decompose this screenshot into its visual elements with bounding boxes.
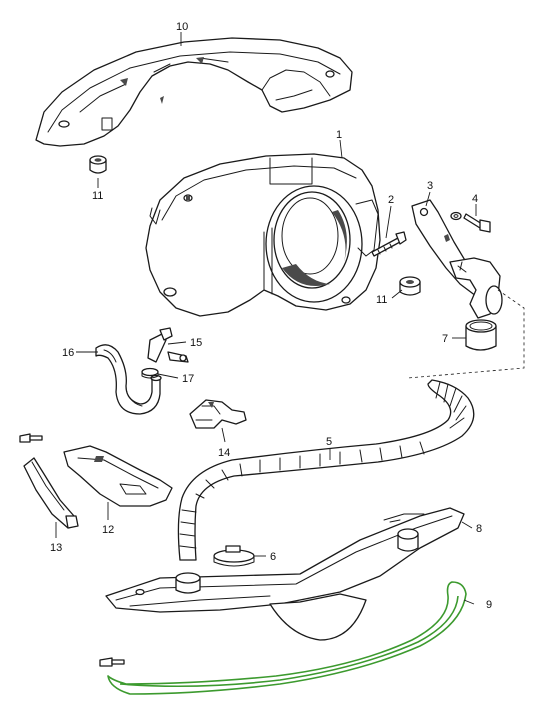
sealing-strip-outline	[107, 581, 467, 695]
part-8-lower-cover	[105, 507, 465, 641]
callout-9: 9	[486, 599, 492, 611]
part-5-flex-hose	[177, 379, 475, 561]
part-7-sleeve	[465, 319, 497, 351]
part-2-stud	[371, 231, 407, 257]
callout-12: 12	[102, 524, 114, 536]
part-15-nozzle	[147, 327, 189, 363]
leader-lines	[55, 32, 477, 605]
callout-10: 10	[176, 21, 188, 33]
part-14-clip	[189, 399, 247, 429]
part-12-lower-panel	[63, 445, 173, 507]
callout-16: 16	[62, 347, 74, 359]
sealing-strip-inner-edge	[119, 595, 459, 688]
part-11-grommet-top	[89, 155, 107, 174]
part-16-bent-hose	[95, 344, 162, 415]
callout-14: 14	[218, 447, 230, 459]
part-9-sealing-strip	[107, 581, 467, 695]
connector-bracket-to-hose	[407, 289, 525, 379]
callout-2: 2	[388, 194, 394, 206]
callout-15: 15	[190, 337, 202, 349]
part-6-hose-clamp	[213, 545, 255, 567]
callout-17: 17	[182, 373, 194, 385]
callout-3: 3	[427, 180, 433, 192]
part-3-bracket	[411, 199, 503, 319]
part-13-angle-strip	[23, 457, 79, 529]
part-1-fan-housing	[145, 153, 381, 317]
callout-1: 1	[336, 129, 342, 141]
part-10-upper-shroud	[35, 37, 353, 147]
screw-left	[19, 433, 43, 443]
part-17-clamp	[141, 367, 159, 379]
callout-4: 4	[472, 193, 478, 205]
callout-labels: 10 11 1 2 3 4 11 7 16 15 17 14 5 6 8 9 1…	[50, 21, 492, 611]
callout-8: 8	[476, 523, 482, 535]
part-4-screw	[450, 211, 491, 233]
part-11-grommet-middle	[399, 276, 421, 296]
screw-bottom-left	[99, 657, 125, 667]
callout-11-middle: 11	[376, 294, 387, 306]
callout-11-top: 11	[92, 190, 103, 202]
callout-6: 6	[270, 551, 276, 563]
callout-7: 7	[442, 333, 448, 345]
callout-13: 13	[50, 542, 62, 554]
callout-5: 5	[326, 436, 332, 448]
